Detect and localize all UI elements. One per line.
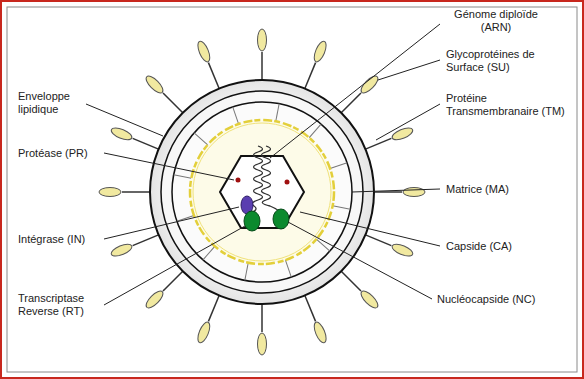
- part-label: Protéine Transmembranaire (TM): [446, 92, 576, 118]
- spokes: [174, 104, 351, 281]
- part-label: Transcriptase Reverse (RT): [18, 292, 102, 318]
- leader-lines: [86, 24, 440, 305]
- part-label: Capside (CA): [446, 240, 556, 253]
- part-label: Enveloppe lipidique: [18, 90, 84, 116]
- part-label: Nucléocapside (NC): [437, 293, 567, 306]
- part-label: Matrice (MA): [446, 183, 556, 196]
- part-label: Intégrase (IN): [18, 233, 102, 246]
- part-label: Glycoprotéines de Surface (SU): [446, 48, 556, 74]
- spikes: [99, 29, 425, 355]
- part-label: Génome diploïde (ARN): [446, 8, 546, 34]
- part-label: Protéase (PR): [18, 147, 102, 160]
